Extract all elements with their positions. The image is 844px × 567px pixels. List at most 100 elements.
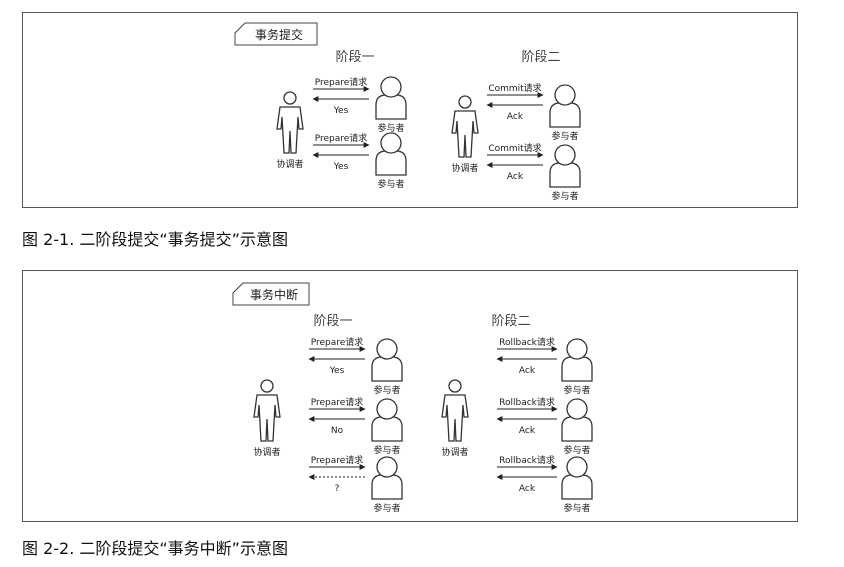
reply-label: No bbox=[331, 426, 344, 436]
participant-body bbox=[549, 102, 581, 128]
participant-head bbox=[380, 76, 402, 98]
participant-figure: 参与者 bbox=[375, 132, 407, 190]
request-label: Prepare请求 bbox=[311, 336, 364, 348]
reply-label: ? bbox=[335, 484, 340, 494]
message-exchange: Prepare请求 Yes bbox=[312, 132, 370, 172]
figure-caption-commit: 图 2-1. 二阶段提交“事务提交”示意图 bbox=[22, 230, 288, 249]
reply-label: Ack bbox=[507, 172, 524, 182]
request-label: Prepare请求 bbox=[311, 396, 364, 408]
participant-label: 参与者 bbox=[563, 444, 590, 456]
participant-head bbox=[376, 456, 398, 478]
participant-figure: 参与者 bbox=[561, 398, 593, 456]
transaction-title-tab: 事务中断 bbox=[232, 282, 310, 306]
coordinator-label: 协调者 bbox=[451, 162, 478, 174]
phase1-heading: 阶段一 bbox=[335, 50, 374, 65]
participant-label: 参与者 bbox=[563, 502, 590, 514]
transaction-title: 事务中断 bbox=[250, 287, 298, 302]
participant-figure: 参与者 bbox=[371, 338, 403, 396]
message-exchange: Rollback请求 Ack bbox=[496, 454, 558, 494]
coordinator-head bbox=[458, 95, 472, 109]
transaction-title-tab: 事务提交 bbox=[234, 22, 318, 46]
participant-label: 参与者 bbox=[563, 384, 590, 396]
message-exchange: Commit请求 Ack bbox=[486, 142, 544, 182]
message-exchange: Prepare请求? bbox=[308, 454, 366, 494]
coordinator-figure: 协调者 bbox=[451, 95, 479, 174]
participant-label: 参与者 bbox=[373, 502, 400, 514]
title-tab-frame bbox=[234, 22, 318, 46]
message-exchange: Prepare请求 Yes bbox=[308, 336, 366, 376]
phase1-heading: 阶段一 bbox=[313, 314, 352, 329]
participant-figure: 参与者 bbox=[549, 144, 581, 202]
participant-body bbox=[375, 94, 407, 120]
coordinator-figure: 协调者 bbox=[441, 379, 469, 458]
reply-label: Ack bbox=[507, 112, 524, 122]
reply-label: Yes bbox=[329, 366, 345, 376]
request-label: Rollback请求 bbox=[499, 336, 555, 348]
title-tab-frame bbox=[232, 282, 310, 306]
request-label: Prepare请求 bbox=[315, 76, 368, 88]
coordinator-body bbox=[441, 394, 469, 442]
coordinator-head bbox=[448, 379, 462, 393]
participant-body bbox=[371, 474, 403, 500]
figure-caption-abort: 图 2-2. 二阶段提交“事务中断”示意图 bbox=[22, 539, 288, 558]
participant-head bbox=[554, 84, 576, 106]
participant-figure: 参与者 bbox=[371, 398, 403, 456]
coordinator-label: 协调者 bbox=[441, 446, 468, 458]
reply-label: Ack bbox=[519, 426, 536, 436]
participant-body bbox=[561, 356, 593, 382]
figure-abort: 事务中断阶段一 阶段二协调者 协调者 Prepare请求 Yes 参与者 Prepare请求… bbox=[22, 270, 798, 522]
request-label: Rollback请求 bbox=[499, 454, 555, 466]
message-exchange: Commit请求 Ack bbox=[486, 82, 544, 122]
participant-figure: 参与者 bbox=[561, 456, 593, 514]
reply-label: Ack bbox=[519, 366, 536, 376]
transaction-title: 事务提交 bbox=[255, 27, 303, 42]
coordinator-figure: 协调者 bbox=[253, 379, 281, 458]
request-label: Prepare请求 bbox=[311, 454, 364, 466]
message-exchange: Rollback请求 Ack bbox=[496, 336, 558, 376]
coordinator-body bbox=[253, 394, 281, 442]
reply-label: Yes bbox=[333, 106, 349, 116]
participant-head bbox=[566, 398, 588, 420]
participant-label: 参与者 bbox=[377, 178, 404, 190]
message-exchange: Prepare请求 Yes bbox=[312, 76, 370, 116]
participant-label: 参与者 bbox=[373, 444, 400, 456]
message-exchange: Prepare请求 No bbox=[308, 396, 366, 436]
participant-figure: 参与者 bbox=[549, 84, 581, 142]
participant-head bbox=[376, 398, 398, 420]
participant-body bbox=[549, 162, 581, 188]
coordinator-body bbox=[276, 106, 304, 154]
coordinator-label: 协调者 bbox=[253, 446, 280, 458]
phase2-heading: 阶段二 bbox=[491, 314, 530, 329]
request-label: Commit请求 bbox=[488, 142, 541, 154]
participant-label: 参与者 bbox=[551, 190, 578, 202]
participant-figure: 参与者 bbox=[561, 338, 593, 396]
participant-label: 参与者 bbox=[377, 122, 404, 134]
participant-figure: 参与者 bbox=[371, 456, 403, 514]
figure-commit: 事务提交阶段一 阶段二协调者 协调者 Prepare请求 Yes 参与者 Prepare请求… bbox=[22, 12, 798, 208]
participant-body bbox=[375, 150, 407, 176]
participant-body bbox=[561, 474, 593, 500]
participant-body bbox=[371, 356, 403, 382]
participant-head bbox=[554, 144, 576, 166]
message-exchange: Rollback请求 Ack bbox=[496, 396, 558, 436]
reply-label: Ack bbox=[519, 484, 536, 494]
coordinator-head bbox=[260, 379, 274, 393]
participant-label: 参与者 bbox=[551, 130, 578, 142]
participant-head bbox=[376, 338, 398, 360]
participant-figure: 参与者 bbox=[375, 76, 407, 134]
coordinator-figure: 协调者 bbox=[276, 91, 304, 170]
request-label: Prepare请求 bbox=[315, 132, 368, 144]
coordinator-head bbox=[283, 91, 297, 105]
request-label: Rollback请求 bbox=[499, 396, 555, 408]
coordinator-body bbox=[451, 110, 479, 158]
participant-label: 参与者 bbox=[373, 384, 400, 396]
participant-head bbox=[566, 338, 588, 360]
participant-body bbox=[371, 416, 403, 442]
request-label: Commit请求 bbox=[488, 82, 541, 94]
coordinator-label: 协调者 bbox=[276, 158, 303, 170]
reply-label: Yes bbox=[333, 162, 349, 172]
participant-head bbox=[566, 456, 588, 478]
participant-body bbox=[561, 416, 593, 442]
phase2-heading: 阶段二 bbox=[521, 50, 560, 65]
